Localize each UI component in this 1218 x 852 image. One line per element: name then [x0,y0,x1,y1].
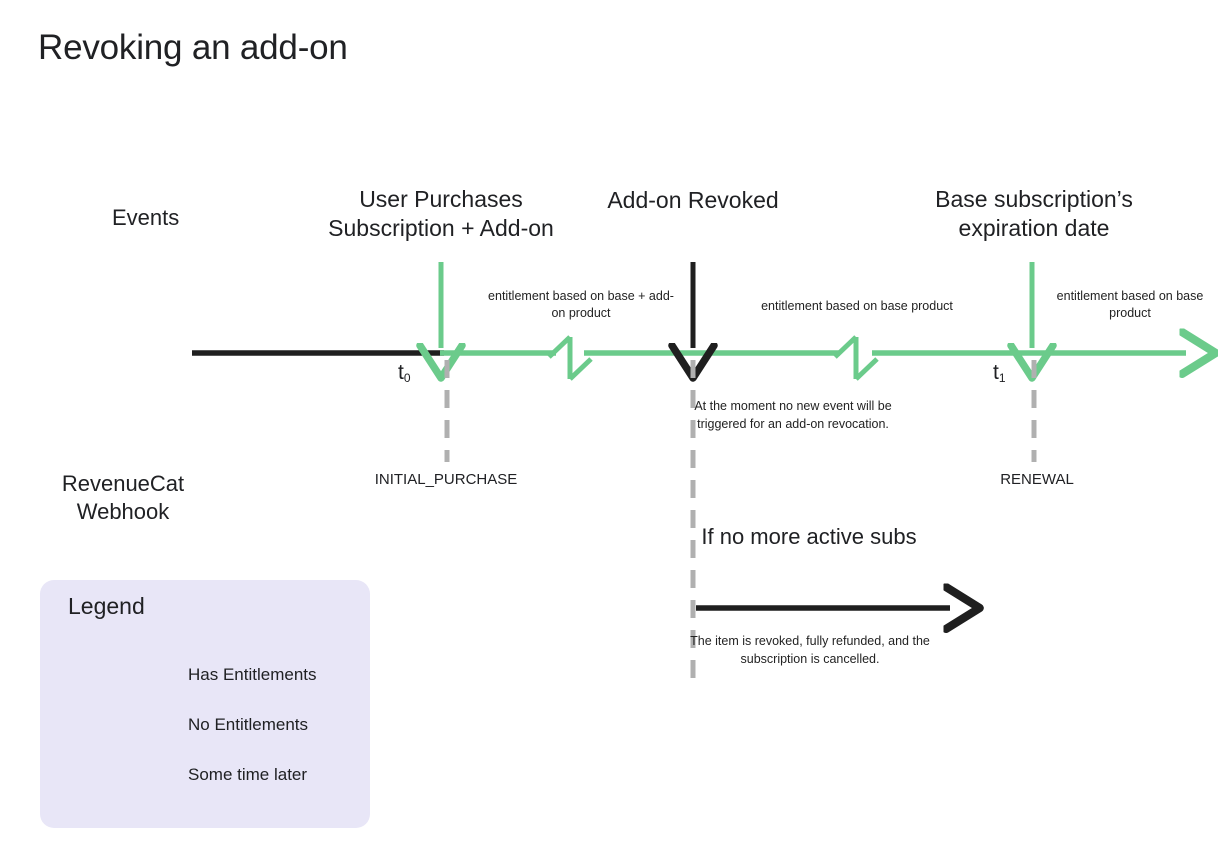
legend-label-no-entitlements: No Entitlements [188,715,308,734]
legend-label-some-time-later: Some time later [188,765,308,784]
webhook-event-initial-purchase: INITIAL_PURCHASE [374,471,518,488]
webhook-event-renewal: RENEWAL [1000,471,1074,488]
legend-title: Legend [68,593,145,619]
annotation-item-revoked-refunded: The item is revoked, fully refunded, and… [690,634,930,666]
entitlement-note-base-middle: entitlement based on base product [761,299,953,313]
time-marker-t0: t0 [398,360,411,386]
t-marker-subscript: 0 [403,371,411,385]
t-marker-letter: t [398,361,404,384]
annotation-no-new-event: At the moment no new event will be trigg… [694,399,892,432]
revenuecat-webhook-row-label: RevenueCat Webhook [61,471,185,524]
time-break-symbol-1 [547,335,593,381]
event-title-addon-revoked: Add-on Revoked [607,187,779,213]
t-marker-subscript: 1 [998,371,1006,385]
annotation-if-no-more-active-subs: If no more active subs [701,524,917,549]
legend-panel [40,580,370,828]
t-marker-letter: t [993,361,999,384]
legend-label-has-entitlements: Has Entitlements [188,665,317,684]
event-title-base-expiration: Base subscription’s expiration date [935,186,1133,241]
entitlement-note-base-right: entitlement based on base product [1056,289,1204,320]
entitlement-note-base-plus-addon: entitlement based on base + add-on produ… [488,289,674,320]
page-title: Revoking an add-on [38,28,348,67]
time-break-symbol-2 [833,335,879,381]
events-row-label: Events [112,205,180,230]
time-marker-t1: t1 [993,360,1006,386]
event-title-user-purchases: User Purchases Subscription + Add-on [328,186,554,241]
